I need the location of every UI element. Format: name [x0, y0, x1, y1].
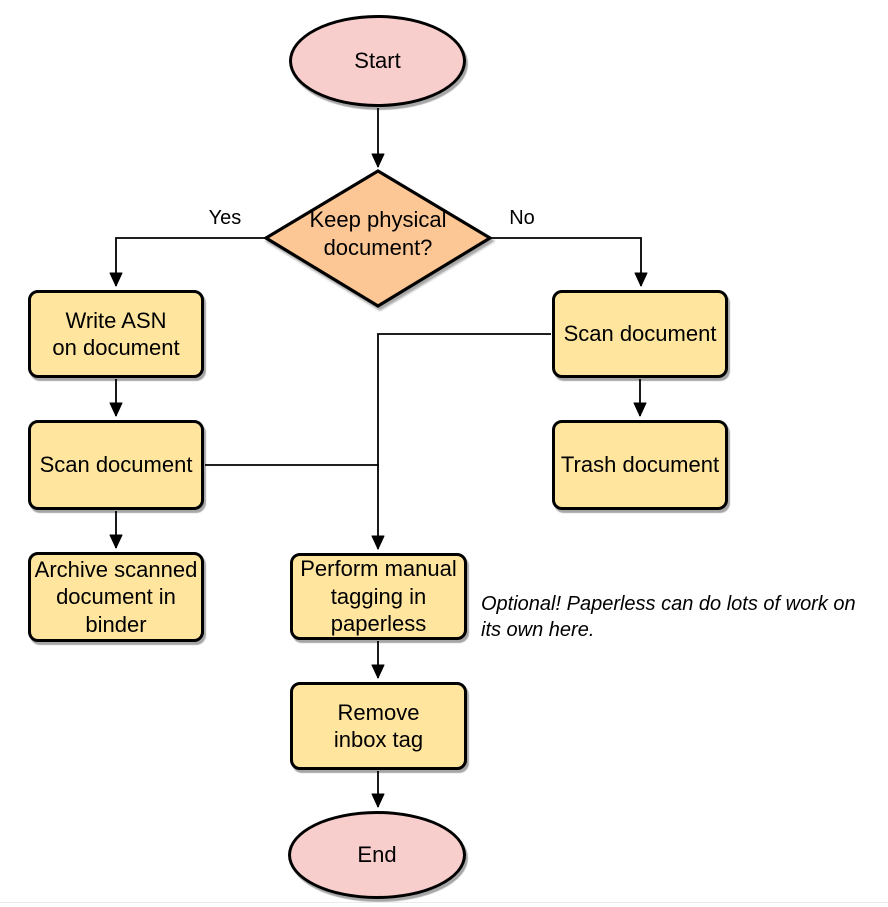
edge-scan-right-to-tagging — [371, 333, 551, 550]
node-write-asn-on-document: Write ASN on document — [28, 290, 204, 378]
node-decision-label: Keep physical document? — [309, 207, 447, 260]
node-scan-document-right: Scan document — [552, 290, 728, 378]
node-start: Start — [289, 15, 466, 107]
edge-decision-no-to-scan-right — [490, 237, 648, 287]
node-start-label: Start — [354, 48, 401, 74]
node-remove-inbox-tag: Remove inbox tag — [290, 682, 467, 770]
node-trash-label: Trash document — [560, 452, 720, 478]
node-scan-document-left-label: Scan document — [39, 452, 193, 478]
node-remove-inbox-label: Remove inbox tag — [333, 699, 424, 753]
node-end-label: End — [357, 842, 397, 868]
edge-label-no: No — [509, 207, 535, 229]
node-archive-scanned-document: Archive scanned document in binder — [28, 552, 204, 642]
edge-decision-yes-to-write-asn — [109, 237, 266, 287]
edge-label-yes: Yes — [208, 207, 242, 229]
node-perform-manual-tagging: Perform manual tagging in paperless — [290, 553, 467, 640]
node-scan-document-left: Scan document — [28, 420, 204, 510]
node-archive-label: Archive scanned document in binder — [34, 556, 198, 637]
node-scan-document-right-label: Scan document — [563, 321, 717, 347]
bottom-edge-divider — [0, 902, 888, 903]
node-end: End — [288, 811, 466, 899]
node-tagging-label: Perform manual tagging in paperless — [300, 556, 457, 637]
note-optional-paperless: Optional! Paperless can do lots of work … — [481, 593, 856, 641]
node-trash-document: Trash document — [552, 420, 728, 510]
decision-diamond-shape — [262, 169, 494, 308]
node-write-asn-label: Write ASN on document — [52, 307, 180, 361]
